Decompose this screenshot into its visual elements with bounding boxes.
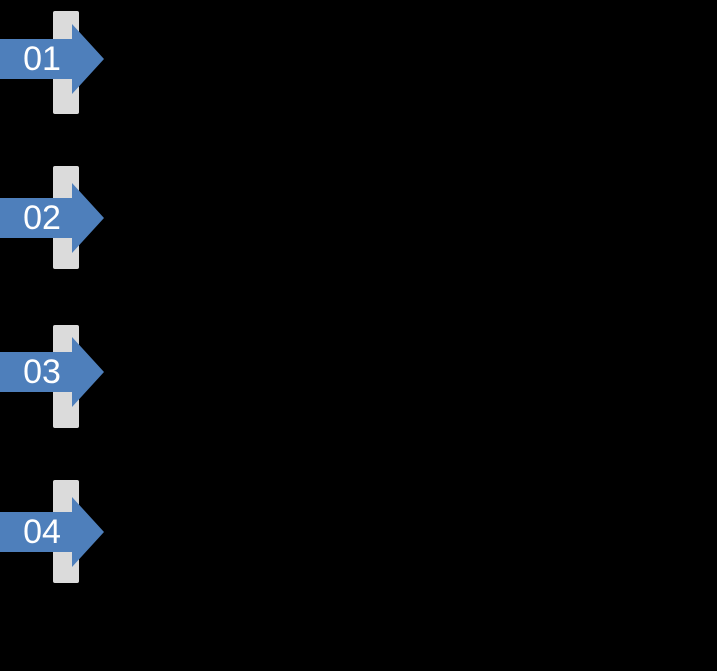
step-arrow: 04: [0, 497, 104, 567]
right-arrow-icon: [0, 337, 104, 407]
step-arrow: 02: [0, 183, 104, 253]
step-number: 03: [23, 353, 61, 391]
right-arrow-icon: [0, 497, 104, 567]
step-number: 04: [23, 513, 61, 551]
step-number: 02: [23, 199, 61, 237]
step-arrow: 03: [0, 337, 104, 407]
step-number: 01: [23, 40, 61, 78]
right-arrow-icon: [0, 183, 104, 253]
step-arrow: 01: [0, 24, 104, 94]
right-arrow-icon: [0, 24, 104, 94]
